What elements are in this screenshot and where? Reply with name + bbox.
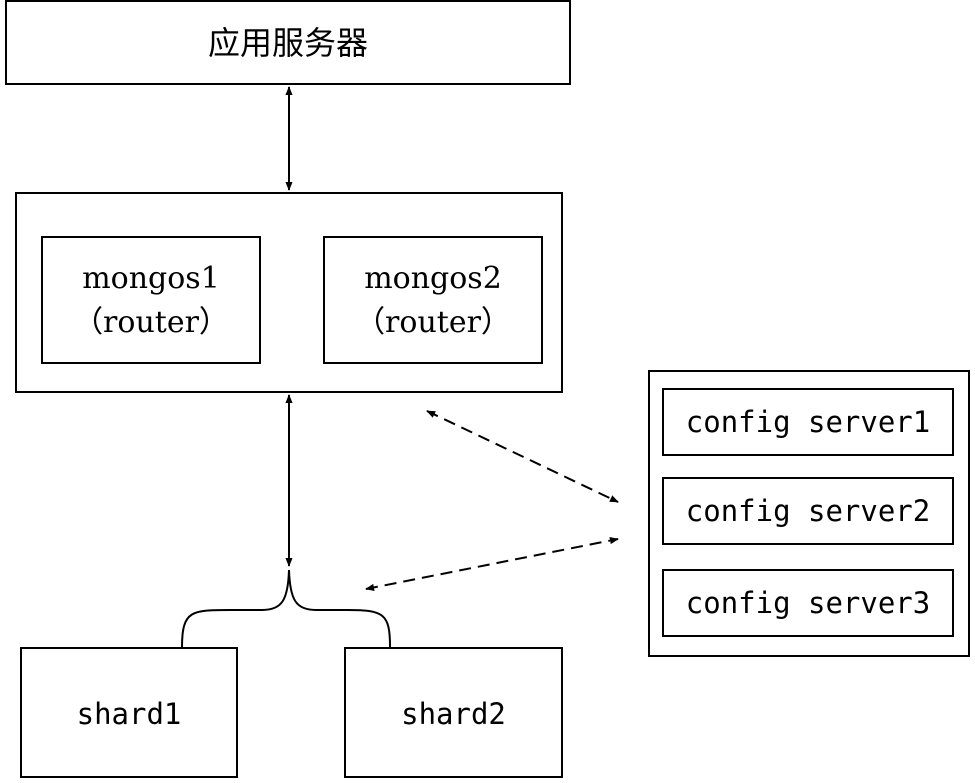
shard2-box: shard2 — [344, 647, 563, 778]
shard1-label: shard1 — [76, 697, 182, 731]
shards-to-config-dashed-arrow — [365, 537, 619, 591]
config-server2-label: config server2 — [685, 494, 931, 528]
mongos-group-box: mongos1 （router） mongos2 （router） — [15, 192, 563, 393]
mongos2-name: mongos2 — [364, 261, 502, 296]
app-server-box: 应用服务器 — [5, 0, 571, 85]
config-server1-label: config server1 — [685, 405, 931, 439]
config-server2-box: config server2 — [662, 477, 954, 545]
mongos1-name: mongos1 — [82, 261, 220, 296]
mongos-to-config-dashed-arrow — [426, 410, 619, 503]
mongos2-box: mongos2 （router） — [323, 236, 543, 364]
config-server3-label: config server3 — [685, 586, 931, 620]
config-server3-box: config server3 — [662, 569, 954, 637]
shard2-label: shard2 — [401, 697, 506, 731]
mongos1-role: （router） — [73, 305, 229, 340]
config-server1-box: config server1 — [662, 388, 954, 456]
app-server-label: 应用服务器 — [207, 24, 368, 62]
shard1-box: shard1 — [20, 647, 238, 778]
shards-brace — [181, 569, 391, 648]
mongos2-role: （router） — [355, 305, 511, 340]
config-server-group-box: config server1 config server2 config ser… — [648, 370, 970, 657]
mongos1-box: mongos1 （router） — [41, 236, 261, 364]
